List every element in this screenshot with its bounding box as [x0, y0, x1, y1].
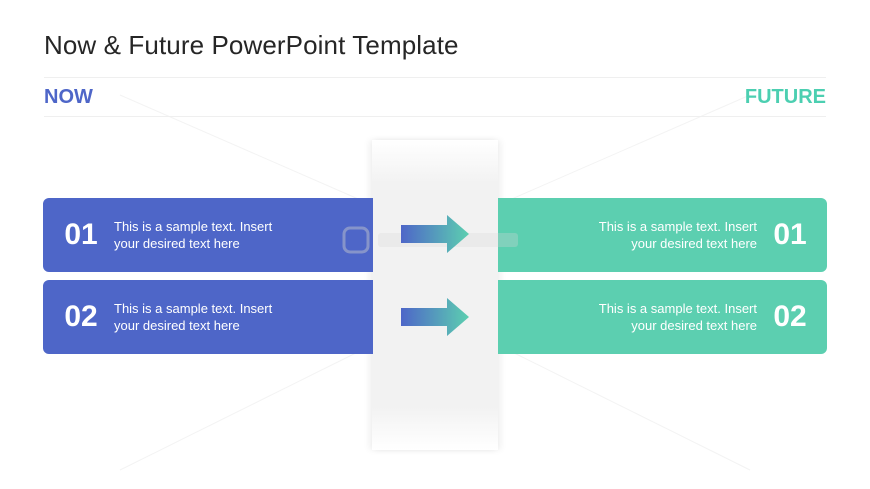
now-item: 01 This is a sample text. Insert your de…	[43, 198, 373, 272]
divider-line	[44, 77, 826, 78]
now-label: NOW	[44, 86, 93, 108]
now-item-number: 01	[64, 218, 98, 251]
now-item-text: This is a sample text. Insert your desir…	[114, 301, 273, 333]
future-item-text: This is a sample text. Insert your desir…	[598, 219, 757, 251]
future-label: FUTURE	[744, 86, 826, 108]
page-title: Now & Future PowerPoint Template	[44, 30, 459, 60]
future-item-number: 02	[773, 300, 807, 333]
future-item-number: 01	[773, 218, 807, 251]
future-item: This is a sample text. Insert your desir…	[498, 198, 827, 272]
now-item: 02 This is a sample text. Insert your de…	[43, 280, 373, 354]
center-divider	[372, 140, 498, 450]
now-item-text: This is a sample text. Insert your desir…	[114, 219, 273, 251]
arrow-right-icon	[401, 215, 469, 253]
divider-line	[44, 116, 826, 117]
arrow-right-icon	[401, 298, 469, 336]
now-item-number: 02	[64, 300, 98, 333]
future-item-text: This is a sample text. Insert your desir…	[598, 301, 757, 333]
future-item: This is a sample text. Insert your desir…	[498, 280, 827, 354]
